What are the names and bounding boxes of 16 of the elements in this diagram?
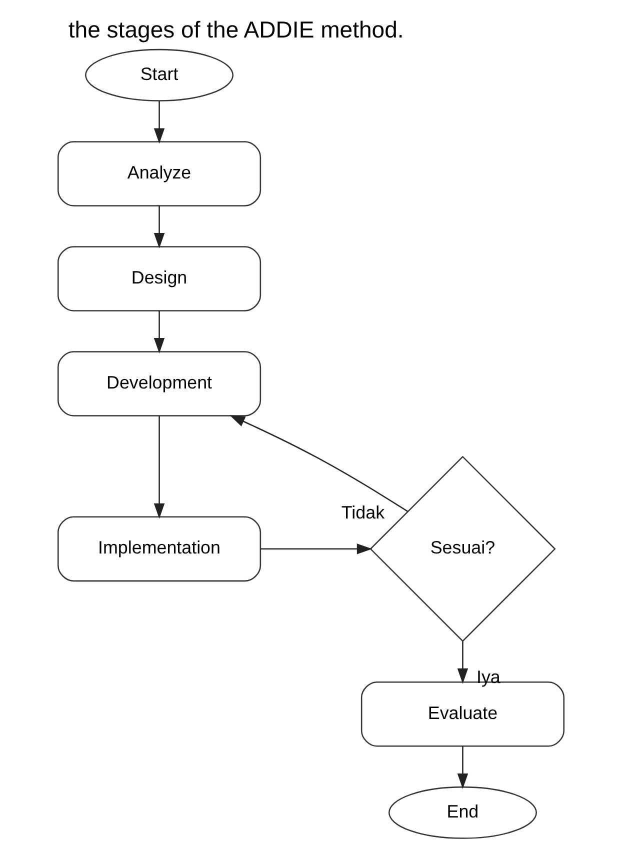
arrow: [154, 101, 165, 144]
arrow: [230, 415, 408, 512]
arrow: [154, 310, 165, 354]
node-box: Development: [57, 351, 262, 416]
edge-label: Tidak: [341, 502, 385, 522]
node-box: Implementation: [57, 516, 262, 582]
arrow: [457, 746, 468, 789]
arrow: [260, 544, 372, 554]
node-ellipse: End: [388, 786, 537, 839]
diagram-title: the stages of the ADDIE method.: [68, 16, 404, 42]
arrow: [154, 206, 165, 248]
node-ellipse: Start: [85, 48, 234, 102]
arrow: [154, 416, 165, 519]
node-box: Design: [57, 246, 262, 312]
node-box: Analyze: [57, 141, 262, 206]
arrow: [457, 642, 468, 684]
